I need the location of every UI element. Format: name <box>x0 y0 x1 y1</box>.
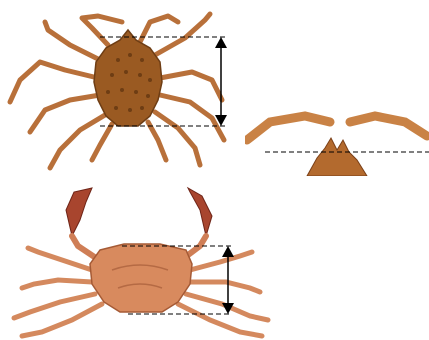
arrow-head-up <box>222 246 234 257</box>
rostrum-illustration <box>245 110 429 176</box>
swimming-crab-claws <box>66 188 212 236</box>
rostrum-claws <box>247 116 427 140</box>
swimming-crab-panel <box>0 180 300 340</box>
swimming-crab-illustration <box>0 180 300 340</box>
swimming-crab-carapace <box>90 244 192 312</box>
rostrum-carapace <box>307 138 367 176</box>
spider-crab-illustration <box>0 0 245 176</box>
arrow-head-up <box>215 37 227 48</box>
spider-crab-panel <box>0 0 245 176</box>
rostrum-detail-panel <box>245 110 429 176</box>
